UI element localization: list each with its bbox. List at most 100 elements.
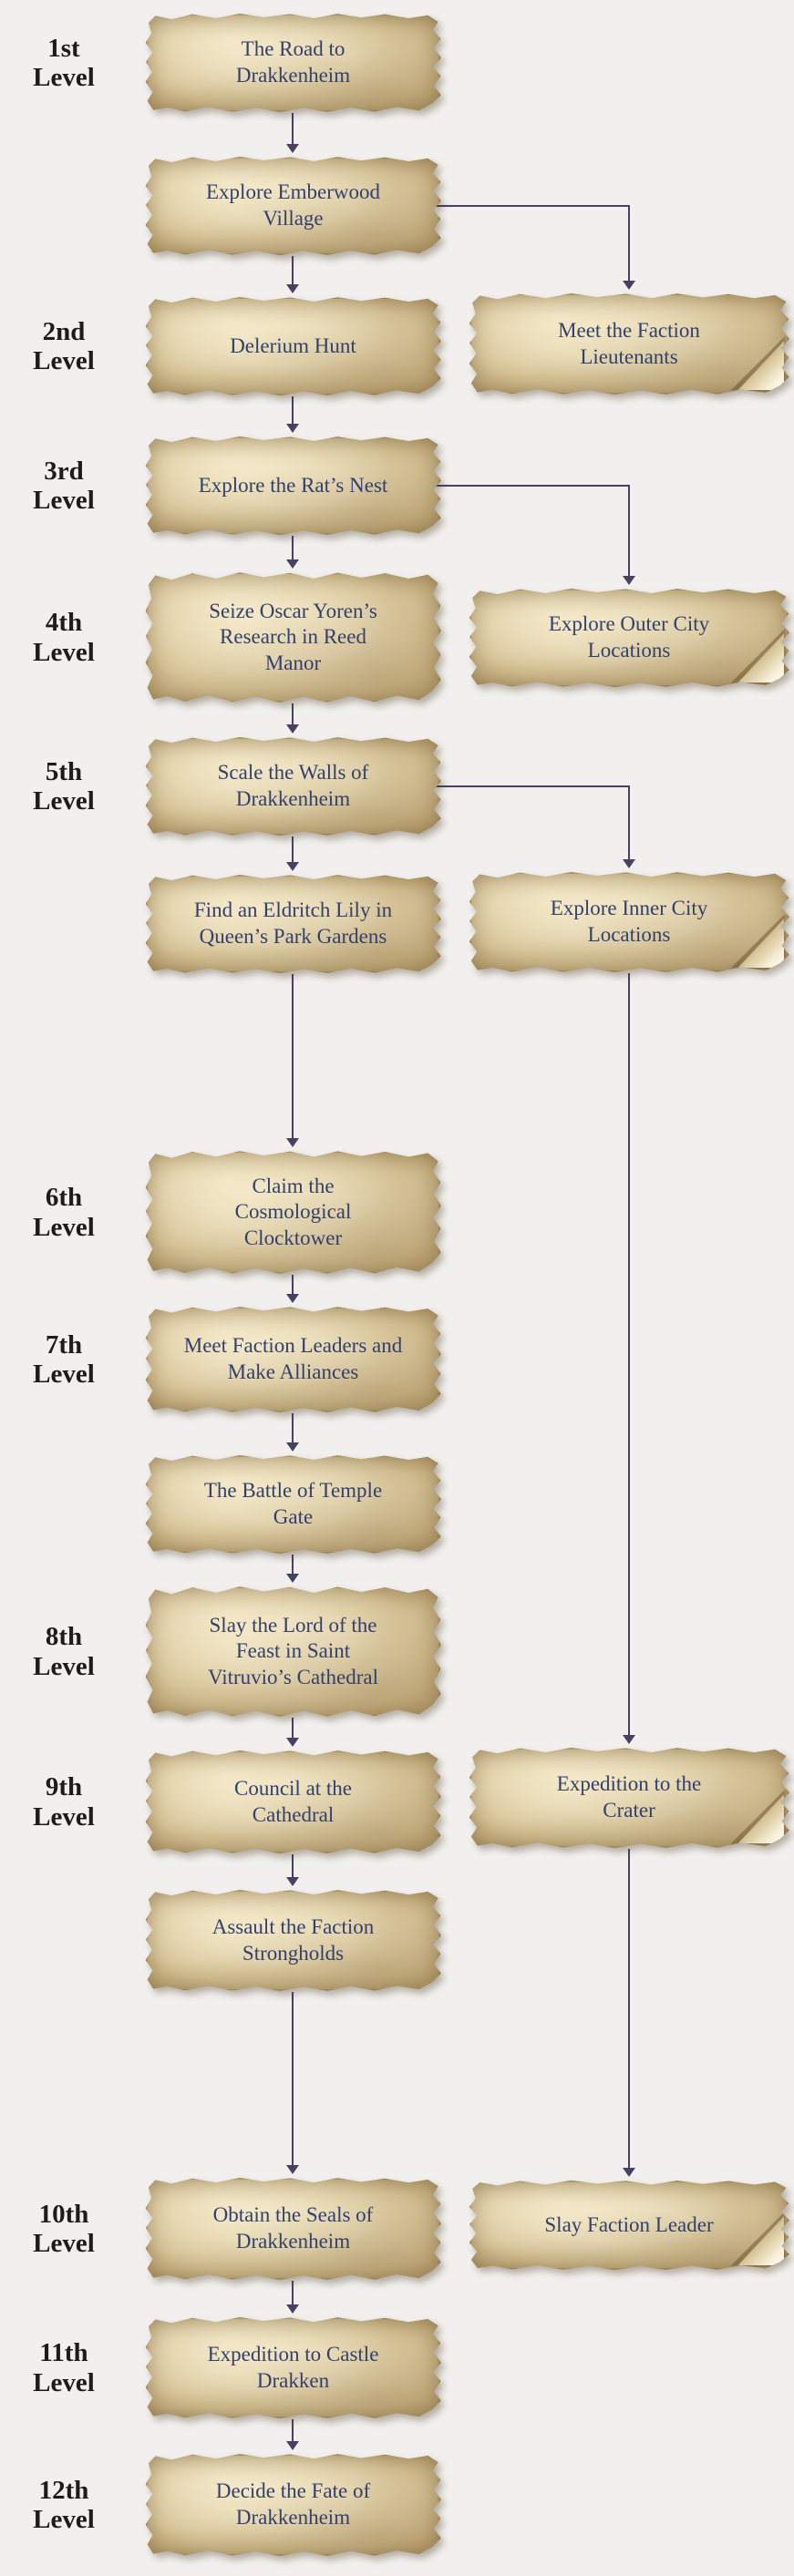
parchment: Slay Faction Leader [469, 2181, 789, 2270]
level-word: Level [33, 637, 95, 667]
main-quest-node-2: Delerium Hunt [145, 296, 441, 396]
level-number: 10th [38, 2199, 89, 2229]
main-quest-node-3: Explore the Rat’s Nest [145, 436, 441, 536]
main-quest-node-1: Explore Emberwood Village [145, 156, 441, 256]
level-word: Level [33, 63, 95, 92]
quest-label: Find an Eldritch Lily in Queen’s Park Ga… [193, 898, 393, 948]
level-number: 2nd [42, 316, 86, 346]
quest-label: Decide the Fate of Drakkenheim [215, 2479, 371, 2529]
main-quest-node-14: Expedition to Castle Drakken [145, 2316, 441, 2419]
parchment: Meet Faction Leaders and Make Alliances [146, 1307, 441, 1412]
parchment: Expedition to Castle Drakken [146, 2317, 441, 2418]
side-quest-node-4: Slay Faction Leader [469, 2180, 789, 2271]
quest-label: Expedition to the Crater [556, 1772, 702, 1822]
parchment: Seize Oscar Yoren’s Research in Reed Man… [146, 572, 441, 703]
main-quest-node-15: Decide the Fate of Drakkenheim [145, 2453, 441, 2557]
level-number: 3rd [44, 456, 84, 486]
quest-label: Slay the Lord of the Feast in Saint Vitr… [207, 1613, 379, 1688]
main-quest-node-9: The Battle of Temple Gate [145, 1454, 441, 1555]
level-word: Level [33, 2367, 95, 2397]
level-word: Level [33, 1360, 95, 1389]
quest-label: Obtain the Seals of Drakkenheim [212, 2203, 374, 2253]
parchment: Scale the Walls of Drakkenheim [146, 737, 441, 836]
parchment: Claim the Cosmological Clocktower [146, 1151, 441, 1274]
level-word: Level [33, 1651, 95, 1681]
main-quest-node-6: Find an Eldritch Lily in Queen’s Park Ga… [145, 874, 441, 974]
parchment: Expedition to the Crater [469, 1748, 789, 1848]
main-quest-node-7: Claim the Cosmological Clocktower [145, 1150, 441, 1275]
quest-label: Explore Emberwood Village [206, 180, 380, 230]
main-quest-node-0: The Road to Drakkenheim [145, 13, 441, 113]
level-word: Level [33, 2505, 95, 2534]
parchment: Explore the Rat’s Nest [146, 436, 441, 535]
level-number: 12th [38, 2475, 89, 2505]
main-quest-node-8: Meet Faction Leaders and Make Alliances [145, 1306, 441, 1413]
quest-label: Council at the Cathedral [233, 1776, 353, 1826]
parchment: Obtain the Seals of Drakkenheim [146, 2178, 441, 2280]
level-number: 1st [47, 33, 80, 63]
level-number: 7th [45, 1329, 83, 1360]
quest-label: Explore the Rat’s Nest [198, 473, 388, 497]
parchment: Assault the Faction Strongholds [146, 1890, 441, 1991]
quest-label: Explore Inner City Locations [550, 897, 708, 946]
main-quest-node-13: Obtain the Seals of Drakkenheim [145, 2177, 441, 2281]
quest-label: The Road to Drakkenheim [235, 37, 351, 87]
level-number: 4th [45, 608, 83, 638]
quest-label: Explore Outer City Locations [548, 612, 710, 662]
level-word: Level [33, 486, 95, 515]
side-quest-node-2: Explore Inner City Locations [469, 871, 789, 973]
level-number: 8th [45, 1622, 83, 1652]
quest-label: Meet Faction Leaders and Make Alliances [183, 1334, 403, 1383]
level-word: Level [33, 346, 95, 375]
quest-label: Assault the Faction Strongholds [211, 1914, 375, 1965]
side-quest-node-3: Expedition to the Crater [469, 1747, 789, 1849]
quest-label: Seize Oscar Yoren’s Research in Reed Man… [209, 599, 377, 674]
parchment: Explore Inner City Locations [469, 872, 789, 972]
parchment: Delerium Hunt [146, 297, 441, 395]
quest-label: Expedition to Castle Drakken [207, 2342, 379, 2392]
level-number: 11th [39, 2338, 88, 2368]
level-number: 9th [45, 1772, 83, 1802]
main-quest-node-11: Council at the Cathedral [145, 1750, 441, 1854]
level-word: Level [33, 1801, 95, 1832]
quest-label: Meet the Faction Lieutenants [558, 318, 700, 368]
parchment: Find an Eldritch Lily in Queen’s Park Ga… [146, 875, 441, 973]
main-quest-node-4: Seize Oscar Yoren’s Research in Reed Man… [145, 571, 441, 703]
parchment: Slay the Lord of the Feast in Saint Vitr… [146, 1586, 441, 1717]
parchment: Council at the Cathedral [146, 1750, 441, 1853]
level-word: Level [33, 1212, 95, 1242]
arrow-heads [286, 144, 635, 2450]
main-quest-node-12: Assault the Faction Strongholds [145, 1889, 441, 1992]
parchment: Decide the Fate of Drakkenheim [146, 2454, 441, 2556]
level-word: Level [33, 2229, 95, 2258]
parchment: Explore Emberwood Village [146, 157, 441, 255]
parchment: Explore Outer City Locations [469, 589, 789, 687]
quest-label: Delerium Hunt [230, 334, 356, 357]
level-number: 6th [45, 1183, 83, 1213]
main-quest-node-10: Slay the Lord of the Feast in Saint Vitr… [145, 1586, 441, 1718]
parchment: The Battle of Temple Gate [146, 1455, 441, 1554]
quest-label: Claim the Cosmological Clocktower [234, 1174, 352, 1249]
quest-label: The Battle of Temple Gate [203, 1479, 383, 1528]
main-quest-node-5: Scale the Walls of Drakkenheim [145, 736, 441, 836]
parchment: Meet the Faction Lieutenants [469, 293, 789, 395]
quest-label: Slay Faction Leader [544, 2212, 714, 2236]
side-quest-node-1: Explore Outer City Locations [469, 588, 789, 688]
arrow-lines [292, 113, 630, 2441]
quest-label: Scale the Walls of Drakkenheim [217, 761, 369, 810]
side-quest-node-0: Meet the Faction Lieutenants [469, 292, 789, 395]
level-word: Level [33, 786, 95, 816]
